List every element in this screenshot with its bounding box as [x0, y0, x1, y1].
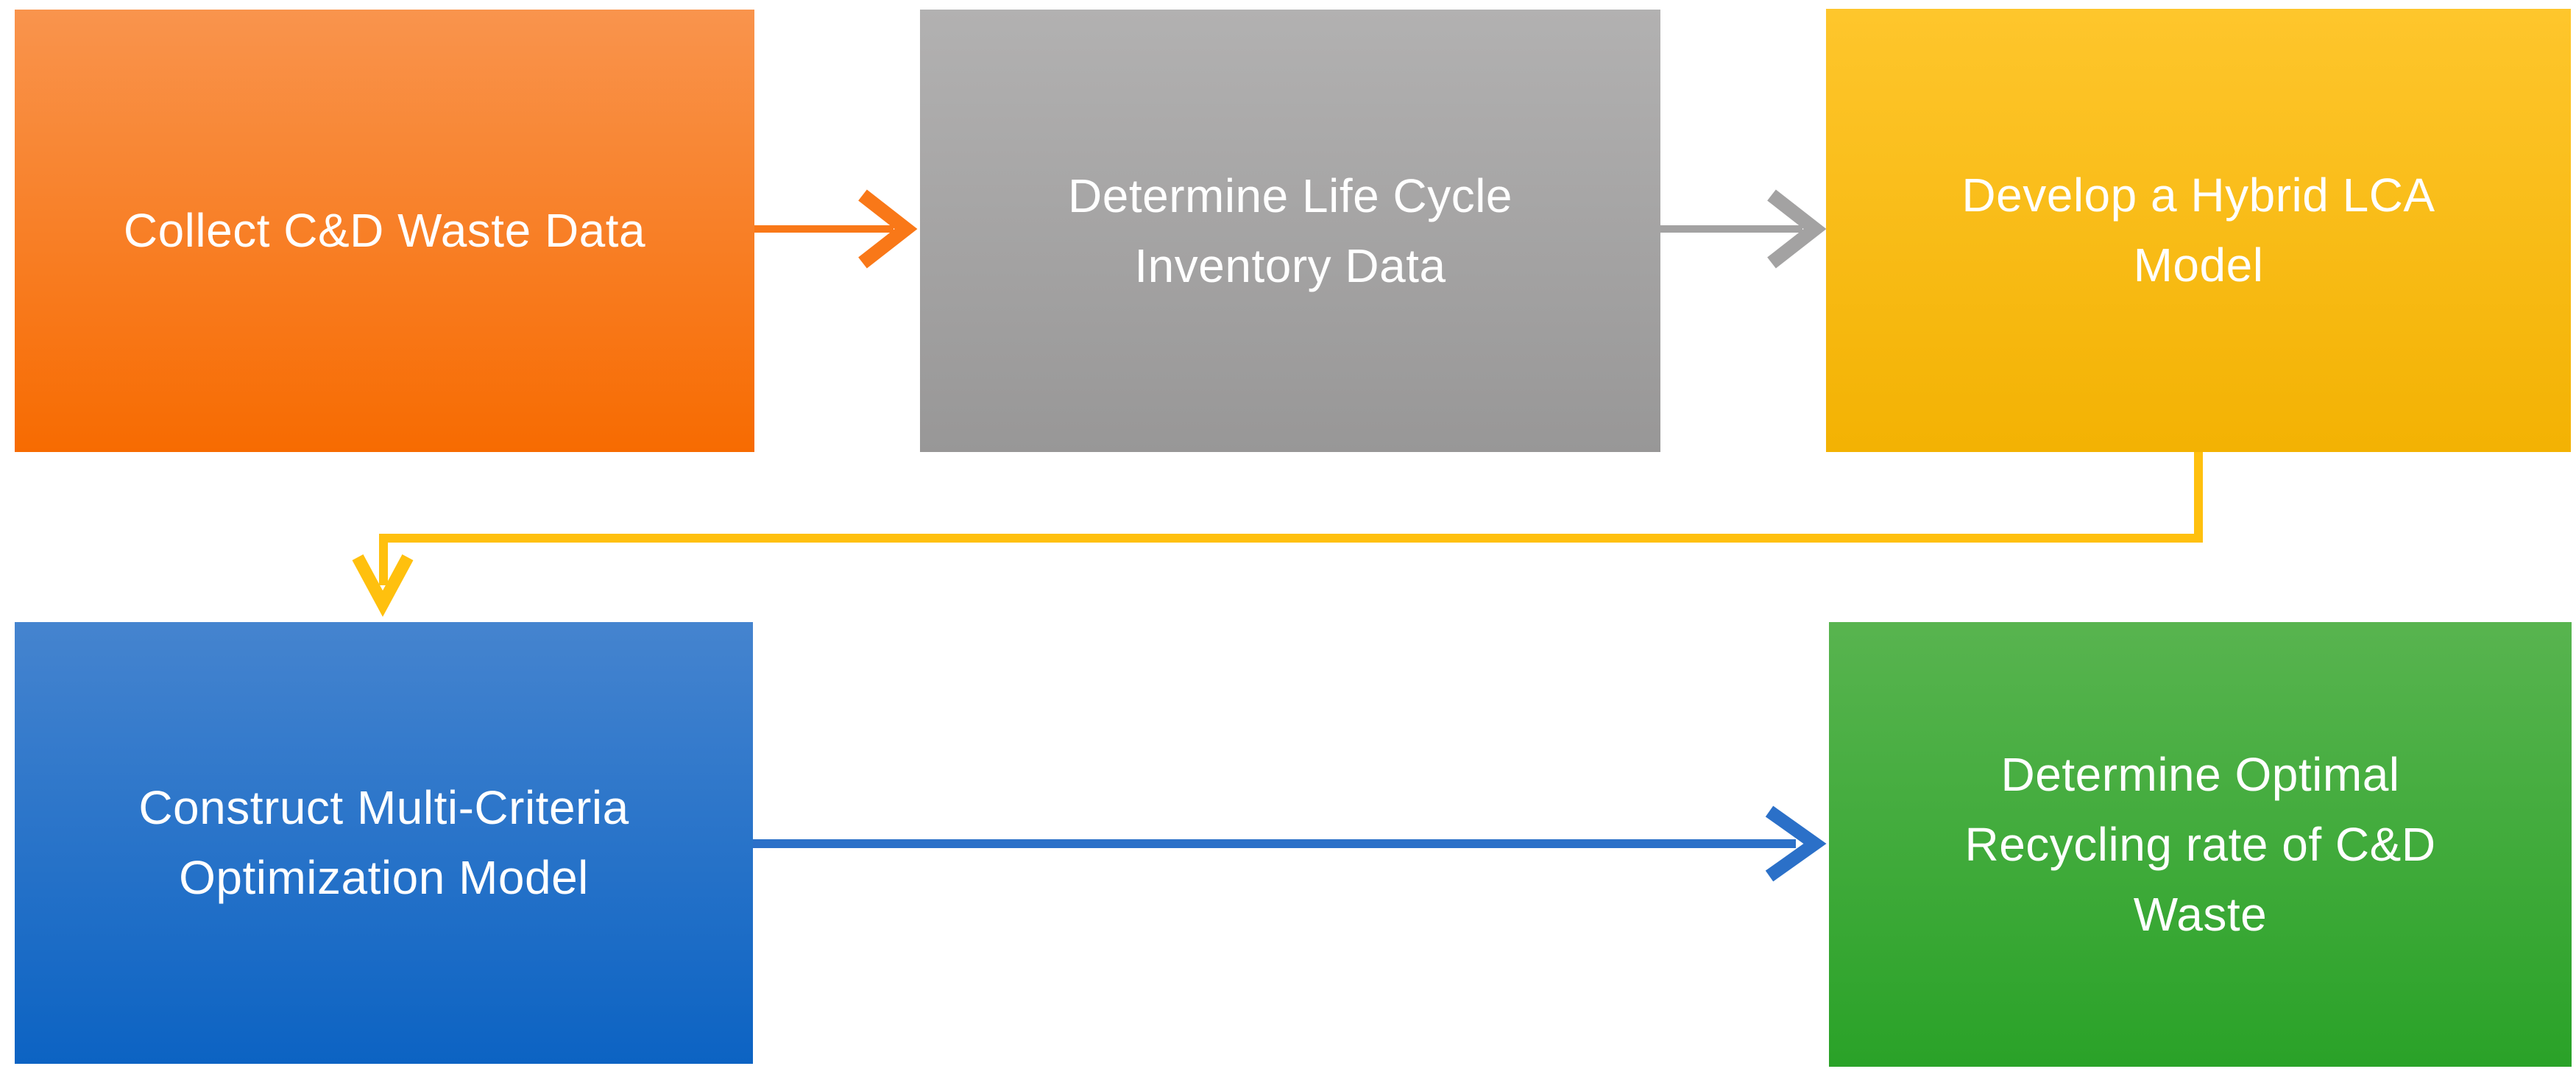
flow-step-label: Determine Life Cycle Inventory Data: [1068, 169, 1512, 292]
flow-step-label: Collect C&D Waste Data: [123, 204, 646, 257]
arrow-head: [352, 554, 414, 617]
arrow-head: [1767, 189, 1827, 269]
flow-step-construct-optimization-model: Construct Multi-Criteria Optimization Mo…: [15, 622, 753, 1064]
flow-step-determine-optimal-recycling: Determine Optimal Recycling rate of C&D …: [1829, 622, 2572, 1067]
flow-step-label: Develop a Hybrid LCA Model: [1961, 169, 2435, 292]
arrow-head: [1765, 805, 1827, 882]
flow-step-develop-hybrid-lca: Develop a Hybrid LCA Model: [1826, 9, 2571, 452]
arrow-elbow-shaft: [379, 451, 2203, 585]
arrow-lci-to-hybrid: [1660, 189, 1827, 269]
flow-step-label: Determine Optimal Recycling rate of C&D …: [1964, 747, 2436, 941]
flow-step-collect-waste-data: Collect C&D Waste Data: [15, 10, 754, 452]
arrow-collect-to-lci: [754, 189, 918, 269]
flow-step-label: Construct Multi-Criteria Optimization Mo…: [138, 781, 629, 904]
arrow-hybrid-to-optimize: [352, 451, 2203, 617]
flow-step-determine-lci-data: Determine Life Cycle Inventory Data: [920, 10, 1660, 452]
arrow-head: [858, 189, 918, 269]
arrow-optimize-to-recycle: [753, 805, 1827, 882]
